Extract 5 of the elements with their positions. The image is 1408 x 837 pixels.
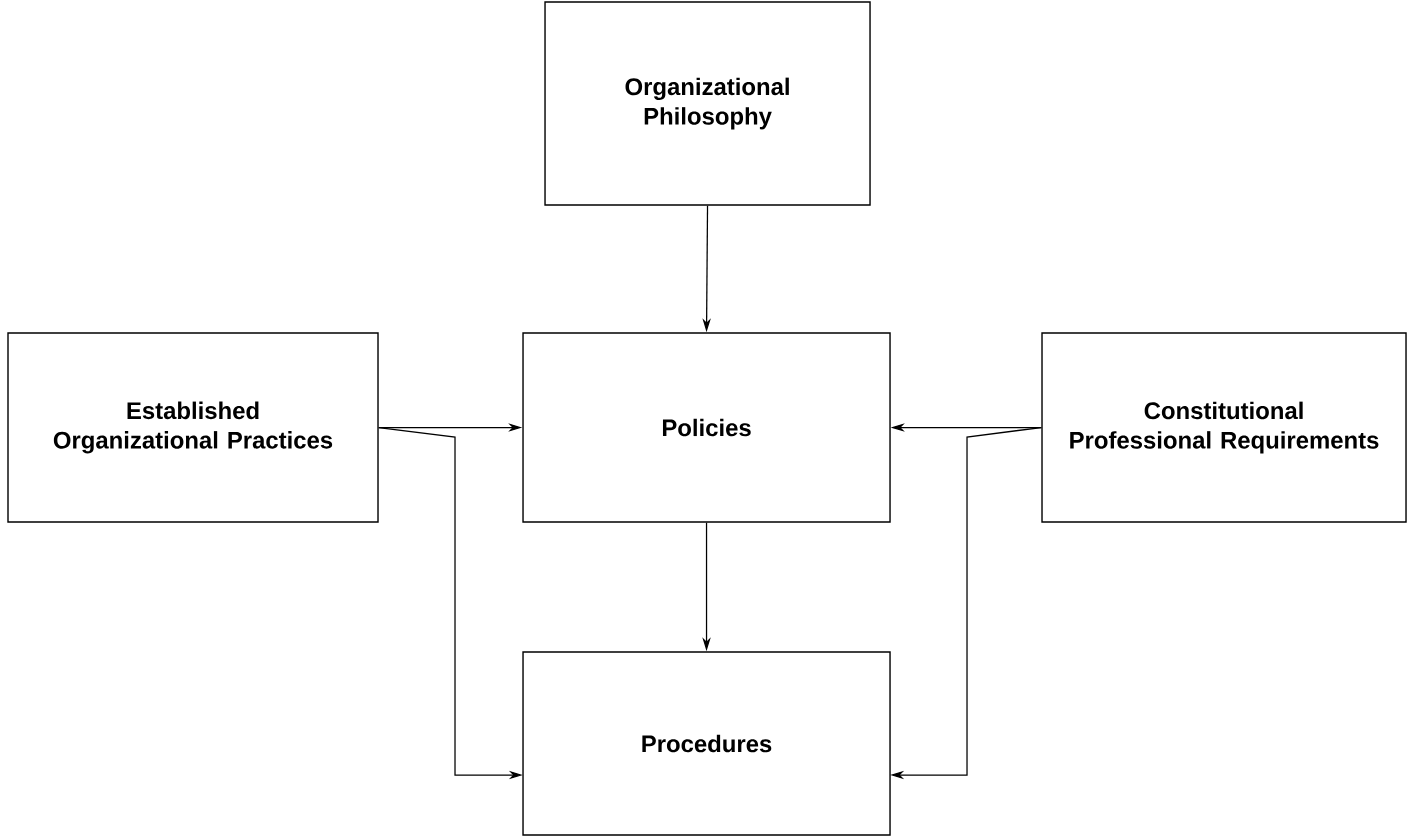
- process-box: Constitutional Professional Requirements: [1041, 332, 1407, 523]
- process-box: Policies: [522, 332, 891, 523]
- process-box: Established Organizational Practices: [7, 332, 379, 523]
- process-box: Organizational Philosophy: [544, 1, 871, 206]
- process-box: Procedures: [522, 651, 891, 836]
